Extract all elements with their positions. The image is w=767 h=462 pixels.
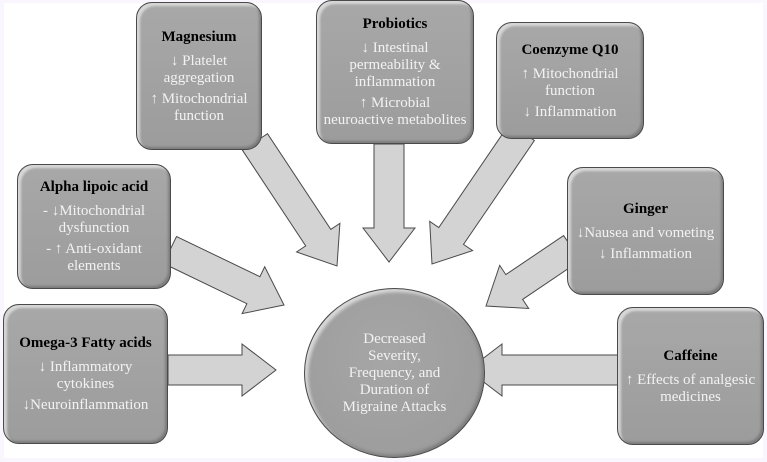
node-title: Omega-3 Fatty acids [19, 335, 152, 351]
arrow-magnesium [241, 133, 341, 267]
center-line: Severity, [368, 347, 421, 364]
node-title: Caffeine [663, 347, 718, 364]
node-coenzyme-q10: Coenzyme Q10 ↑ Mitochondrial function ↓ … [496, 22, 644, 139]
center-line: Migraine Attacks [342, 398, 447, 415]
node-effect: ↑ Microbial neuroactive metabolites [323, 95, 467, 128]
node-title: Coenzyme Q10 [521, 41, 619, 58]
node-magnesium: Magnesium ↓ Platelet aggregation ↑ Mitoc… [136, 2, 262, 150]
center-line: Duration of [359, 381, 430, 398]
node-effect: ↓ Inflammation [599, 245, 692, 262]
arrow-coenzyme-q10 [429, 122, 536, 265]
node-omega-3: Omega-3 Fatty acids ↓ Inflammatory cytok… [3, 304, 168, 444]
center-line: Decreased [363, 330, 426, 347]
node-effect: ↓ Inflammatory cytokines [38, 359, 133, 392]
node-title: Ginger [623, 200, 668, 217]
node-effect: ↓ Inflammation [523, 103, 617, 120]
arrow-alpha-lipoic-acid [162, 235, 285, 315]
node-effect: ↓Neuroinflammation [22, 397, 149, 413]
node-title: Alpha lipoic acid [39, 179, 149, 195]
node-effect: - ↑ Anti-oxidant elements [46, 241, 142, 274]
node-title: Magnesium [161, 28, 237, 45]
node-ginger: Ginger ↓Nausea and vometing ↓ Inflammati… [567, 167, 724, 295]
center-line: Frequency, and [348, 364, 441, 381]
node-caffeine: Caffeine ↑ Effects of analgesic medicine… [617, 307, 764, 445]
node-effect: - ↓Mitochondrial dysfunction [42, 203, 146, 236]
node-title: Probiotics [362, 16, 428, 32]
node-effect: ↓ Intestinal permeability & inflammation [349, 40, 441, 90]
arrow-probiotics [361, 143, 417, 263]
node-effect: ↓ Platelet aggregation [163, 52, 235, 86]
arrow-caffeine [467, 342, 619, 398]
node-effect: ↓Nausea and vometing [576, 224, 715, 241]
node-probiotics: Probiotics ↓ Intestinal permeability & i… [316, 0, 474, 144]
center-outcome-text: Decreased Severity, Frequency, and Durat… [320, 331, 470, 416]
node-effect: ↑ Mitochondrial function [150, 90, 248, 124]
center-outcome: Decreased Severity, Frequency, and Durat… [304, 288, 485, 458]
arrow-omega-3 [167, 342, 277, 398]
node-effect: ↑ Effects of analgesic medicines [625, 371, 756, 405]
node-effect: ↑ Mitochondrial function [521, 65, 619, 99]
node-alpha-lipoic-acid: Alpha lipoic acid - ↓Mitochondrial dysfu… [17, 164, 171, 289]
